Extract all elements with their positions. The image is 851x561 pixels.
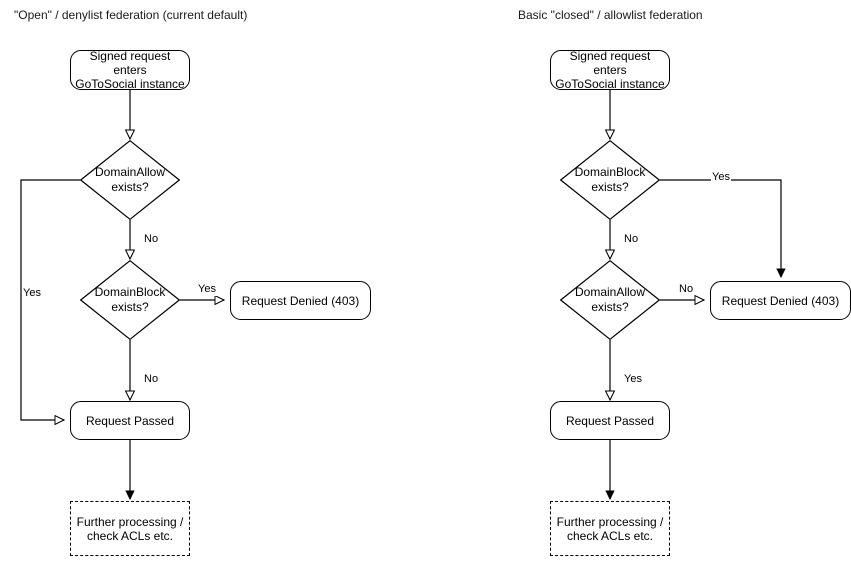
edge-label-allow-no-left: No [143,233,160,246]
edge-label-allow-yes-right: Yes [623,373,643,386]
decision-domain-block-right-label: DomainBlock exists? [574,165,646,194]
decision-domain-allow-right-label: DomainAllow exists? [574,285,646,314]
node-request-denied-right-label: Request Denied (403) [721,293,840,308]
node-request-passed-left-label: Request Passed [85,413,175,428]
edge-label-allow-no-right: No [678,283,695,296]
edge-label-block-yes-right: Yes [711,171,731,184]
diamond-shape-icon [80,260,180,340]
edge-r-block-yes [660,179,781,277]
node-entry-left: Signed request enters GoToSocial instanc… [70,49,190,91]
decision-domain-allow-right: DomainAllow exists? [560,260,660,340]
decision-domain-block-left-label: DomainBlock exists? [94,285,166,314]
decision-domain-allow-left-label: DomainAllow exists? [94,165,166,194]
diagram-title-open-denylist: "Open" / denylist federation (current de… [14,8,248,22]
node-request-denied-left-label: Request Denied (403) [241,293,360,308]
diagram-title-closed-allowlist: Basic "closed" / allowlist federation [518,8,703,22]
edge-label-block-yes-left: Yes [197,283,217,296]
edge-allow-yes [20,179,80,420]
edge-label-block-no-left: No [143,373,160,386]
edge-label-block-no-right: No [623,233,640,246]
node-request-passed-left: Request Passed [70,401,190,440]
node-request-denied-right: Request Denied (403) [710,281,851,320]
node-request-passed-right-label: Request Passed [565,413,655,428]
decision-domain-block-right: DomainBlock exists? [560,140,660,220]
diamond-shape-icon [560,140,660,220]
node-further-processing-right: Further processing / check ACLs etc. [550,501,670,556]
node-entry-left-label: Signed request enters GoToSocial instanc… [75,49,185,91]
diamond-shape-icon [560,260,660,340]
decision-domain-block-left: DomainBlock exists? [80,260,180,340]
node-further-processing-left-label: Further processing / check ACLs etc. [76,514,184,543]
edge-label-allow-yes-left: Yes [22,287,42,300]
node-entry-right: Signed request enters GoToSocial instanc… [550,49,670,91]
node-further-processing-left: Further processing / check ACLs etc. [70,501,190,556]
node-entry-right-label: Signed request enters GoToSocial instanc… [555,49,665,91]
node-request-passed-right: Request Passed [550,401,670,440]
decision-domain-allow-left: DomainAllow exists? [80,140,180,220]
node-further-processing-right-label: Further processing / check ACLs etc. [556,514,664,543]
diamond-shape-icon [80,140,180,220]
node-request-denied-left: Request Denied (403) [230,281,371,320]
